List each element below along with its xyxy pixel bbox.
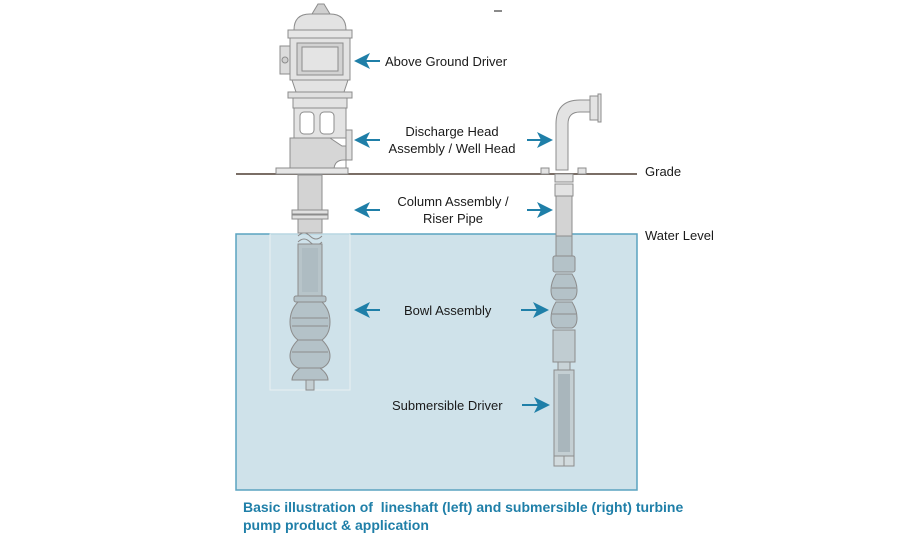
callout-arrows (354, 53, 553, 413)
label-submersible-driver: Submersible Driver (392, 398, 503, 413)
label-discharge-head: Discharge Head Assembly / Well Head (380, 123, 524, 157)
top-mark (494, 10, 502, 12)
label-grade: Grade (645, 164, 682, 179)
label-bowl-assembly: Bowl Assembly (404, 303, 492, 318)
figure-caption: Basic illustration of lineshaft (left) a… (243, 498, 713, 534)
caption-line1: Basic illustration of lineshaft (left) a… (243, 499, 684, 515)
label-column-assembly: Column Assembly / Riser Pipe (385, 193, 521, 227)
label-above-ground-driver: Above Ground Driver (385, 54, 508, 69)
well-head-plate-icon (540, 167, 587, 175)
discharge-head-icon (275, 91, 353, 175)
lineshaft-pump (275, 3, 353, 391)
caption-line2: pump product & application (243, 517, 429, 533)
submersible-motor-icon (553, 369, 575, 467)
riser-pipe-icon (554, 173, 574, 257)
label-water-level: Water Level (645, 228, 714, 243)
label-discharge-head-line2: Assembly / Well Head (388, 141, 516, 156)
discharge-elbow-icon (555, 93, 602, 171)
lineshaft-bowl-icon (289, 295, 331, 391)
submersible-pump (540, 93, 602, 467)
lineshaft-column-icon (291, 174, 329, 297)
above-ground-motor-icon (279, 3, 353, 93)
submersible-bowl-icon (550, 255, 578, 371)
label-discharge-head-line1: Discharge Head (405, 124, 499, 139)
label-column-assembly-line1: Column Assembly / (397, 194, 509, 209)
label-column-assembly-line2: Riser Pipe (423, 211, 483, 226)
